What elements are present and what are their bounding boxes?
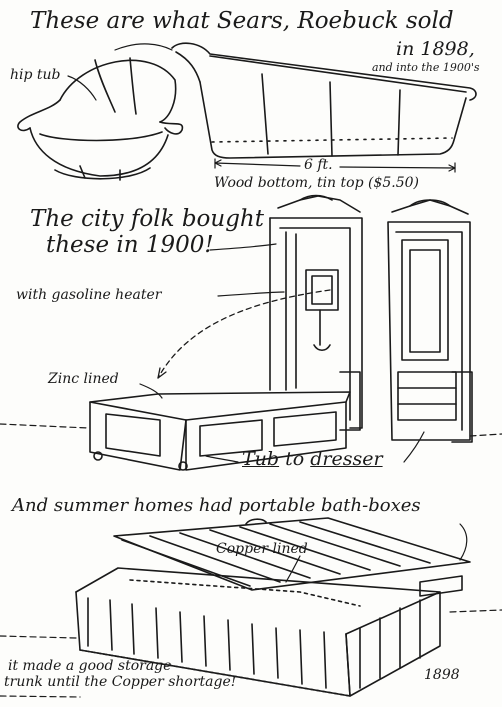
caption-to: to [285,448,305,470]
year-label: 1898 [424,667,460,683]
tub-to-dresser-caption: Tub to dresser [242,450,383,469]
zinc-lined-label: Zinc lined [48,371,119,387]
section2-heading-line1: The city folk bought [30,206,264,232]
zinc-tub-drawing [89,391,351,471]
caption-dresser: dresser [310,448,383,470]
storage-note-line2: trunk until the Copper shortage! [4,674,237,690]
tub-length-label: 6 ft. [304,157,333,173]
copper-lined-label: Copper lined [216,541,308,557]
storage-note-line1: it made a good storage [8,658,172,674]
section2-heading-line2: these in 1900! [46,232,214,258]
section1-heading-line3: and into the 1900's [372,61,480,74]
hip-tub-drawing [17,57,184,181]
caption-tub: Tub [242,448,280,470]
hip-tub-label: hip tub [10,67,61,83]
long-tub-drawing [171,42,477,173]
dresser-drawing [387,199,473,443]
bath-box-drawing [75,517,471,697]
section1-heading-line1: These are what Sears, Roebuck sold [30,8,454,34]
long-tub-caption: Wood bottom, tin top ($5.50) [214,175,419,191]
heater-cabinet-drawing [269,194,363,431]
heater-label: with gasoline heater [16,287,162,303]
section1-heading-line2: in 1898, [396,38,475,60]
section3-heading: And summer homes had portable bath-boxes [12,495,421,516]
